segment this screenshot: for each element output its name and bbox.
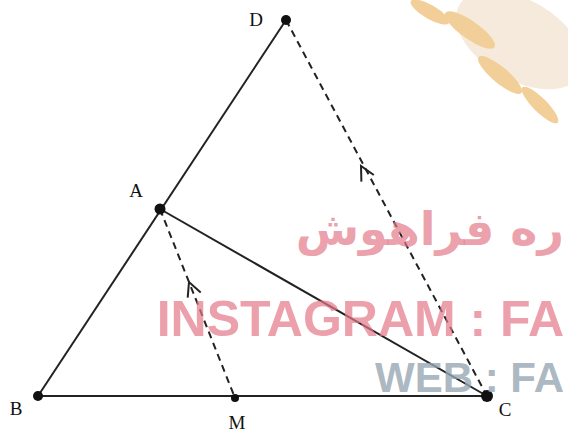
parallel-mark: [361, 166, 374, 182]
point-dot: [281, 15, 291, 25]
watermark: INSTAGRAM : FA: [157, 294, 564, 344]
point-dot: [155, 204, 166, 215]
point-label: B: [10, 399, 23, 418]
point-label: D: [249, 10, 263, 29]
point-label: A: [129, 181, 143, 200]
point-label: C: [499, 400, 512, 419]
point-dot: [33, 391, 43, 401]
background-leaf: [407, 0, 568, 128]
watermark: ره فراهوش: [296, 206, 564, 252]
watermark: WEB : FA: [375, 357, 564, 399]
point-dot: [231, 394, 239, 402]
point-label: M: [229, 413, 246, 432]
